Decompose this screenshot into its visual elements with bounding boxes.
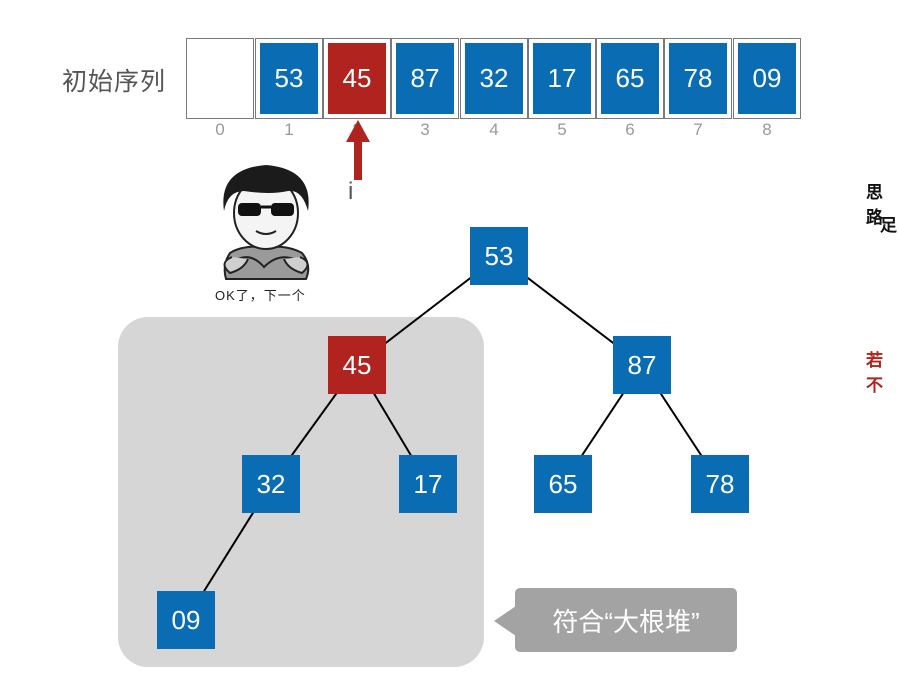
side-note-1: 思路: [866, 183, 883, 227]
array-cell: 87: [391, 38, 459, 119]
tree-node: 53: [470, 227, 528, 285]
up-arrow-icon: [346, 120, 370, 180]
array-cell: 09: [733, 38, 801, 119]
array-index: 8: [762, 120, 772, 139]
array-cell: [186, 38, 254, 119]
callout-pointer: [494, 606, 516, 636]
array-cell-value: 09: [738, 43, 796, 114]
array-index: 3: [420, 120, 430, 139]
array-index: 6: [625, 120, 635, 139]
array-cell: 32: [460, 38, 528, 119]
array-index: 7: [693, 120, 703, 139]
array-index: 0: [215, 120, 225, 139]
sticker-caption: OK了，下一个: [215, 288, 306, 303]
array-cell-value: 87: [396, 43, 454, 114]
pointer-label: i: [348, 178, 354, 205]
array-cell: 65: [596, 38, 664, 119]
tree-node: 78: [691, 455, 749, 513]
sunglasses-cartoon-icon: [223, 165, 310, 280]
array-cell: 53: [255, 38, 323, 119]
array-index: 1: [284, 120, 294, 139]
array-cell-value: 17: [533, 43, 591, 114]
tree-node: 32: [242, 455, 300, 513]
tree-node: 87: [613, 336, 671, 394]
array-index: 5: [557, 120, 567, 139]
array-cell-value: 78: [669, 43, 727, 114]
tree-node: 45: [328, 336, 386, 394]
tree-node: 17: [399, 455, 457, 513]
array-cell-value: 53: [260, 43, 318, 114]
max-heap-callout: 符合“大根堆”: [515, 588, 737, 652]
array-cell: 78: [664, 38, 732, 119]
side-note-3: 若不: [866, 351, 883, 395]
side-note-2: 足: [880, 216, 897, 235]
tree-node: 65: [534, 455, 592, 513]
array-cell-value: 32: [465, 43, 523, 114]
array-cell: 45: [323, 38, 391, 119]
tree-node: 09: [157, 591, 215, 649]
array-cell-value: 65: [601, 43, 659, 114]
array-label: 初始序列: [62, 68, 167, 96]
array-cell: 17: [528, 38, 596, 119]
array-index: 4: [489, 120, 499, 139]
array-cell-value: 45: [328, 43, 386, 114]
